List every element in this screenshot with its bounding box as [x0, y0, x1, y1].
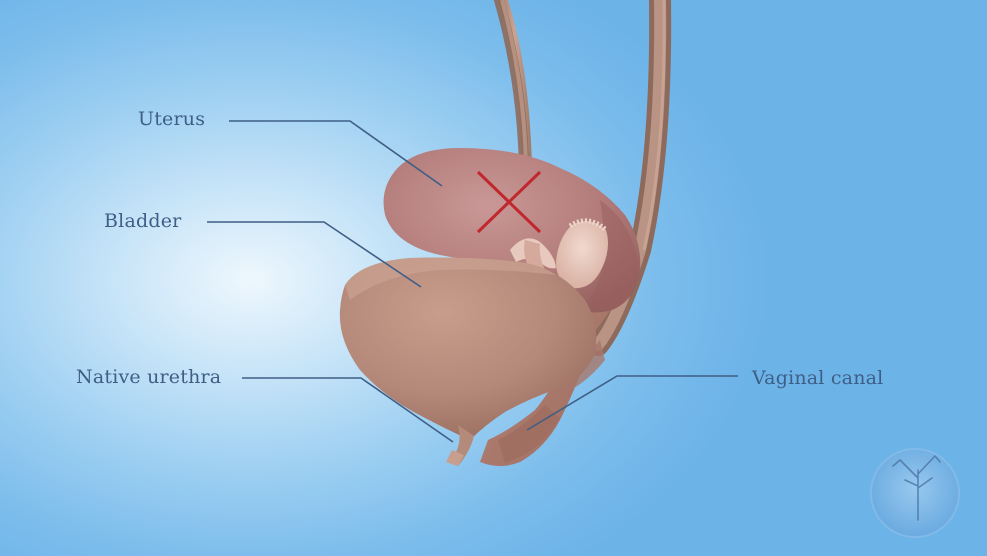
label-bladder: Bladder	[104, 212, 181, 231]
label-native-urethra: Native urethra	[76, 368, 221, 387]
mk-logo-icon	[871, 449, 959, 537]
label-vaginal-canal: Vaginal canal	[752, 369, 883, 388]
label-uterus: Uterus	[138, 110, 205, 129]
